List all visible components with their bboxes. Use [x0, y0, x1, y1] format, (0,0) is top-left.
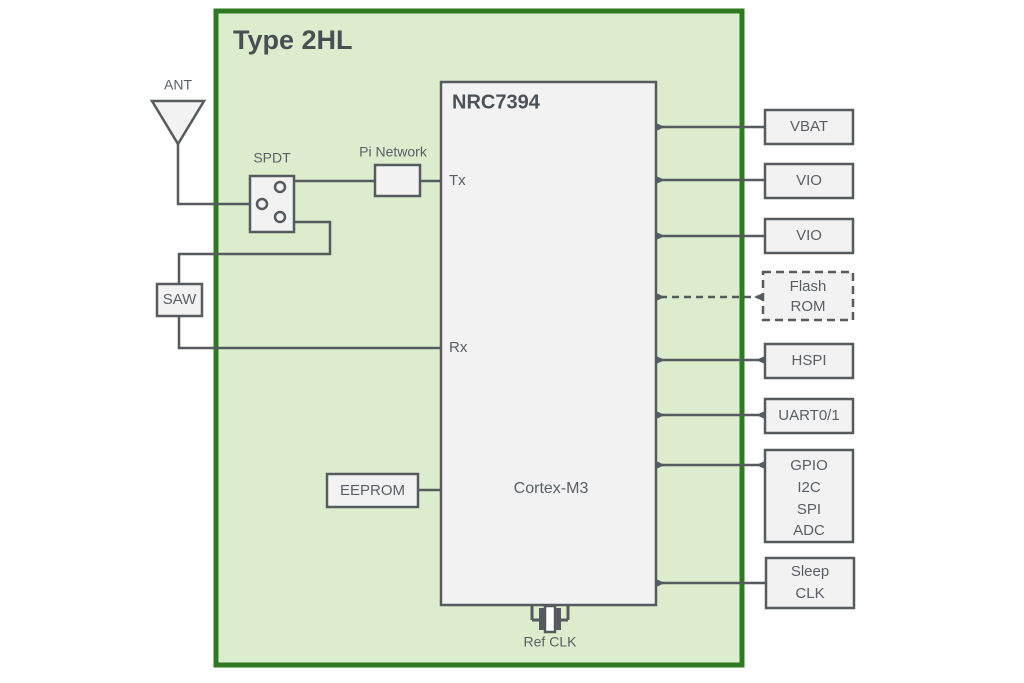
pin-tx-label: Tx	[449, 172, 466, 189]
block-spi-label: SPI	[797, 501, 821, 518]
block-adc-label: ADC	[793, 522, 825, 539]
pin-rx-label: Rx	[449, 339, 468, 356]
saw-label: SAW	[163, 291, 197, 308]
spdt-tx-contact	[273, 180, 287, 194]
block-uart	[763, 397, 855, 435]
crystal-body	[543, 604, 557, 634]
antenna-icon	[149, 99, 207, 147]
block-vio-1	[763, 162, 855, 200]
spdt-rx-contact	[273, 210, 287, 224]
block-hspi-label: HSPI	[791, 352, 826, 369]
antenna-label: ANT	[164, 77, 192, 93]
wire-refclk-bracket	[530, 605, 570, 622]
block-flash-rom-label-line1: Flash	[790, 278, 827, 295]
wire-saw-to-rx	[177, 316, 441, 350]
pi-network-block	[373, 163, 422, 198]
block-gpio-label: GPIO	[790, 457, 828, 474]
spdt-common-contact	[255, 197, 269, 211]
block-flash-rom	[761, 270, 855, 322]
pi-network-label: Pi Network	[359, 144, 428, 160]
spdt-label: SPDT	[253, 150, 291, 166]
block-vio-1-label: VIO	[796, 172, 822, 189]
block-flash-rom-label-line2: ROM	[791, 298, 826, 315]
block-vio-2	[763, 217, 855, 255]
nrc7394-chip-block	[439, 80, 658, 607]
block-vbat-label: VBAT	[790, 118, 828, 135]
block-gpio-group	[763, 448, 855, 544]
block-i2c-label: I2C	[797, 479, 821, 496]
eeprom-label: EEPROM	[340, 482, 405, 499]
wire-spdt-to-saw	[177, 220, 332, 284]
wire-antenna-down	[176, 144, 250, 206]
block-hspi	[763, 342, 855, 380]
block-uart-label: UART0/1	[778, 407, 839, 424]
block-sleep-clk	[764, 556, 856, 610]
crystal-plate-left	[539, 608, 545, 630]
nrc7394-chip-name: NRC7394	[452, 91, 541, 113]
block-clk-label: CLK	[795, 585, 824, 602]
block-vio-2-label: VIO	[796, 227, 822, 244]
crystal-plate-right	[555, 608, 561, 630]
block-sleep-label: Sleep	[791, 563, 829, 580]
block-vbat	[763, 108, 855, 146]
cortex-core-label: Cortex-M3	[514, 480, 589, 497]
ref-clk-label: Ref CLK	[524, 634, 578, 650]
saw-block	[155, 282, 204, 318]
module-title: Type 2HL	[233, 25, 353, 55]
